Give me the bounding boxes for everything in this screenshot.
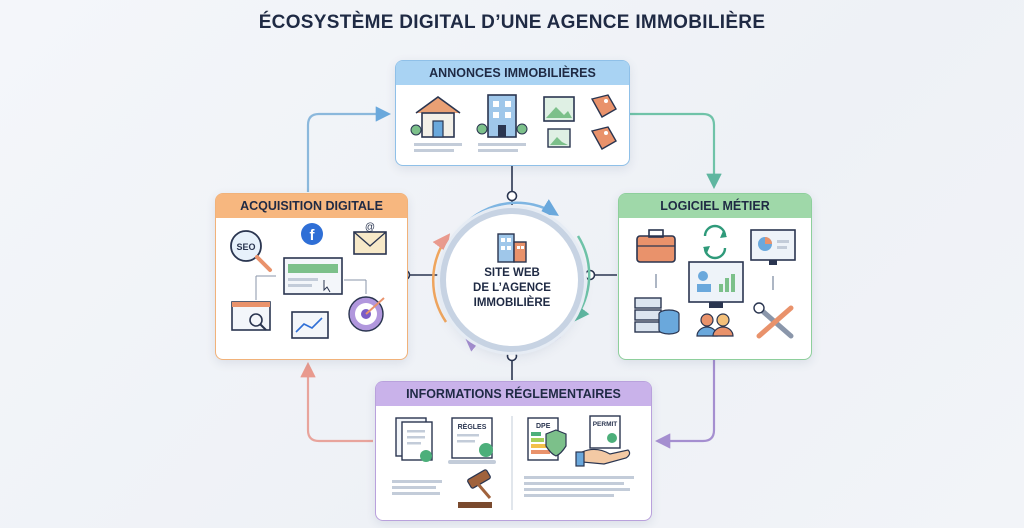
core-line-3: IMMOBILIÈRE — [473, 297, 551, 309]
logiciel-box: LOGICIEL MÉTIER — [618, 193, 812, 360]
users-icon — [696, 313, 734, 337]
photo-gallery-icon — [543, 96, 575, 148]
price-tag-icon — [590, 94, 617, 150]
target-icon — [348, 296, 385, 332]
arrow-informations-to-acquisition — [300, 361, 373, 443]
arrow-logiciel-to-informations — [654, 360, 716, 449]
building-icon — [476, 94, 528, 152]
core-line-1: SITE WEB — [484, 267, 540, 279]
web-page-icon — [283, 257, 343, 295]
informations-title: INFORMATIONS RÉGLEMENTAIRES — [376, 382, 651, 406]
logiciel-icons — [634, 224, 796, 339]
agency-website-core: SITE WEB DE L’AGENCE IMMOBILIÈRE — [446, 214, 578, 346]
permit-label: PERMIT — [593, 421, 618, 428]
permit-hand-icon: PERMIT — [575, 415, 631, 467]
acquisition-box: ACQUISITION DIGITALE SEO f @ — [215, 193, 408, 360]
documents-icon — [395, 417, 433, 462]
seo-label: SEO — [236, 242, 255, 252]
tools-icon — [753, 302, 794, 339]
dashboard-chart-icon — [750, 229, 796, 265]
house-icon — [410, 96, 462, 152]
sync-icon — [703, 224, 727, 260]
informations-icons: RÈGLES DPE PERMIT — [392, 415, 634, 510]
seo-magnifier-icon: SEO — [230, 230, 272, 272]
facebook-icon: f — [301, 223, 323, 245]
annonces-icons — [410, 94, 617, 152]
svg-text:@: @ — [365, 222, 375, 233]
toolbox-icon — [636, 229, 676, 263]
browser-search-icon — [231, 301, 271, 331]
logiciel-title: LOGICIEL MÉTIER — [619, 194, 811, 218]
gavel-icon — [458, 469, 492, 508]
core-line-2: DE L’AGENCE — [473, 282, 551, 294]
rules-certificate-icon: RÈGLES — [448, 417, 496, 464]
building-icon — [497, 233, 527, 263]
analytics-chart-icon — [291, 311, 329, 339]
informations-box: INFORMATIONS RÉGLEMENTAIRES RÈGLES DPE P… — [375, 381, 652, 521]
annonces-title: ANNONCES IMMOBILIÈRES — [396, 61, 629, 85]
annonces-box: ANNONCES IMMOBILIÈRES — [395, 60, 630, 166]
server-database-icon — [634, 297, 680, 335]
acquisition-title: ACQUISITION DIGITALE — [216, 194, 407, 218]
arrow-annonces-to-logiciel — [630, 112, 722, 190]
energy-label-icon: DPE — [527, 417, 567, 461]
dpe-label: DPE — [536, 423, 551, 430]
acquisition-icons: SEO f @ — [230, 222, 387, 339]
monitor-icon — [688, 261, 744, 308]
email-icon: @ — [353, 222, 387, 255]
svg-text:f: f — [310, 227, 316, 244]
page-title: ÉCOSYSTÈME DIGITAL D’UNE AGENCE IMMOBILI… — [258, 12, 766, 33]
regles-label: RÈGLES — [458, 422, 487, 431]
arrow-acquisition-to-annonces — [306, 106, 392, 192]
